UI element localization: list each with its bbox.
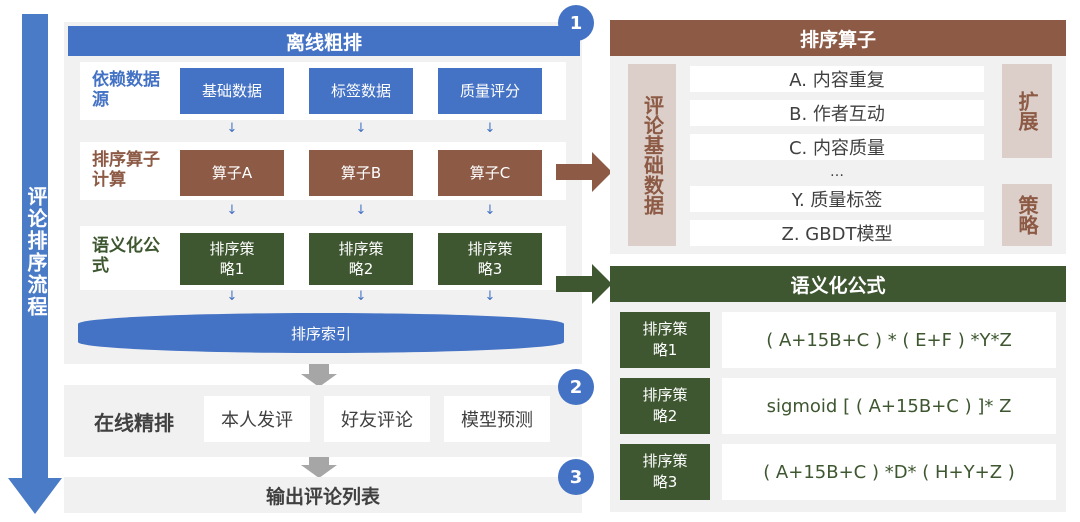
semantic-arrow-icon — [592, 264, 612, 304]
operator-arrow-icon — [592, 152, 612, 192]
operator-item: A. 内容重复 — [690, 66, 984, 92]
operator-item: Y. 质量标签 — [690, 186, 984, 212]
extend-label: 扩展 — [1002, 64, 1052, 158]
step-3-badge: 3 — [558, 459, 594, 495]
semantic-strategy-2: 排序策略2 — [620, 378, 710, 434]
operator-arrow-body — [556, 164, 594, 180]
semantic-title: 语义化公式 — [610, 266, 1066, 302]
arrow-down-icon: ↓ — [484, 121, 496, 136]
strategy-3-box: 排序策略3 — [438, 233, 542, 285]
basic-data-box: 基础数据 — [180, 68, 284, 114]
step-2-badge: 2 — [558, 369, 594, 405]
quality-score-box: 质量评分 — [438, 68, 542, 114]
gray-arrow-body — [309, 364, 329, 374]
operator-ellipsis: … — [830, 164, 844, 180]
comment-base-data-label: 评论基础数据 — [628, 64, 676, 246]
step-1-badge: 1 — [558, 5, 594, 41]
formula-3: ( A+15B+C ) *D* ( H+Y+Z ) — [722, 444, 1056, 500]
flow-label: 评论排序流程 — [24, 186, 48, 318]
operators-title: 排序算子 — [610, 20, 1066, 56]
gray-arrow-down-icon — [301, 374, 337, 387]
semantic-arrow-body — [556, 276, 594, 292]
offline-title: 离线粗排 — [68, 26, 580, 56]
gray-arrow-down-icon — [301, 465, 337, 478]
arrow-down-icon: ↓ — [355, 203, 367, 218]
operator-a-box: 算子A — [180, 150, 284, 196]
formula-1: ( A+15B+C ) * ( E+F ) *Y*Z — [722, 312, 1056, 368]
arrow-down-icon: ↓ — [226, 289, 238, 304]
arrow-down-icon: ↓ — [355, 289, 367, 304]
operator-calc-label: 排序算子计算 — [92, 150, 160, 190]
model-prediction-box: 模型预测 — [444, 396, 550, 442]
operator-c-box: 算子C — [438, 150, 542, 196]
semantic-strategy-3: 排序策略3 — [620, 444, 710, 500]
data-source-label: 依赖数据源 — [92, 70, 160, 110]
online-label: 在线精排 — [94, 410, 174, 435]
sort-index: 排序索引 — [78, 313, 564, 353]
arrow-down-icon: ↓ — [355, 121, 367, 136]
output-comment-list: 输出评论列表 — [64, 477, 582, 513]
operator-item: B. 作者互动 — [690, 100, 984, 126]
operator-item: C. 内容质量 — [690, 134, 984, 160]
self-comment-box: 本人发评 — [204, 396, 310, 442]
arrow-down-icon: ↓ — [226, 203, 238, 218]
arrow-down-icon: ↓ — [484, 203, 496, 218]
flow-arrow-shaft — [22, 14, 48, 482]
flow-arrow-head — [8, 478, 62, 514]
arrow-down-icon: ↓ — [226, 121, 238, 136]
semantic-formula-label: 语义化公式 — [92, 236, 160, 276]
operator-item: Z. GBDT模型 — [690, 220, 984, 246]
operator-b-box: 算子B — [309, 150, 413, 196]
tag-data-box: 标签数据 — [309, 68, 413, 114]
formula-2: sigmoid [ ( A+15B+C ) ]* Z — [722, 378, 1056, 434]
arrow-down-icon: ↓ — [484, 289, 496, 304]
strategy-label: 策略 — [1002, 184, 1052, 246]
semantic-strategy-1: 排序策略1 — [620, 312, 710, 368]
friend-comment-box: 好友评论 — [324, 396, 430, 442]
gray-arrow-body — [309, 457, 329, 466]
strategy-2-box: 排序策略2 — [309, 233, 413, 285]
strategy-1-box: 排序策略1 — [180, 233, 284, 285]
